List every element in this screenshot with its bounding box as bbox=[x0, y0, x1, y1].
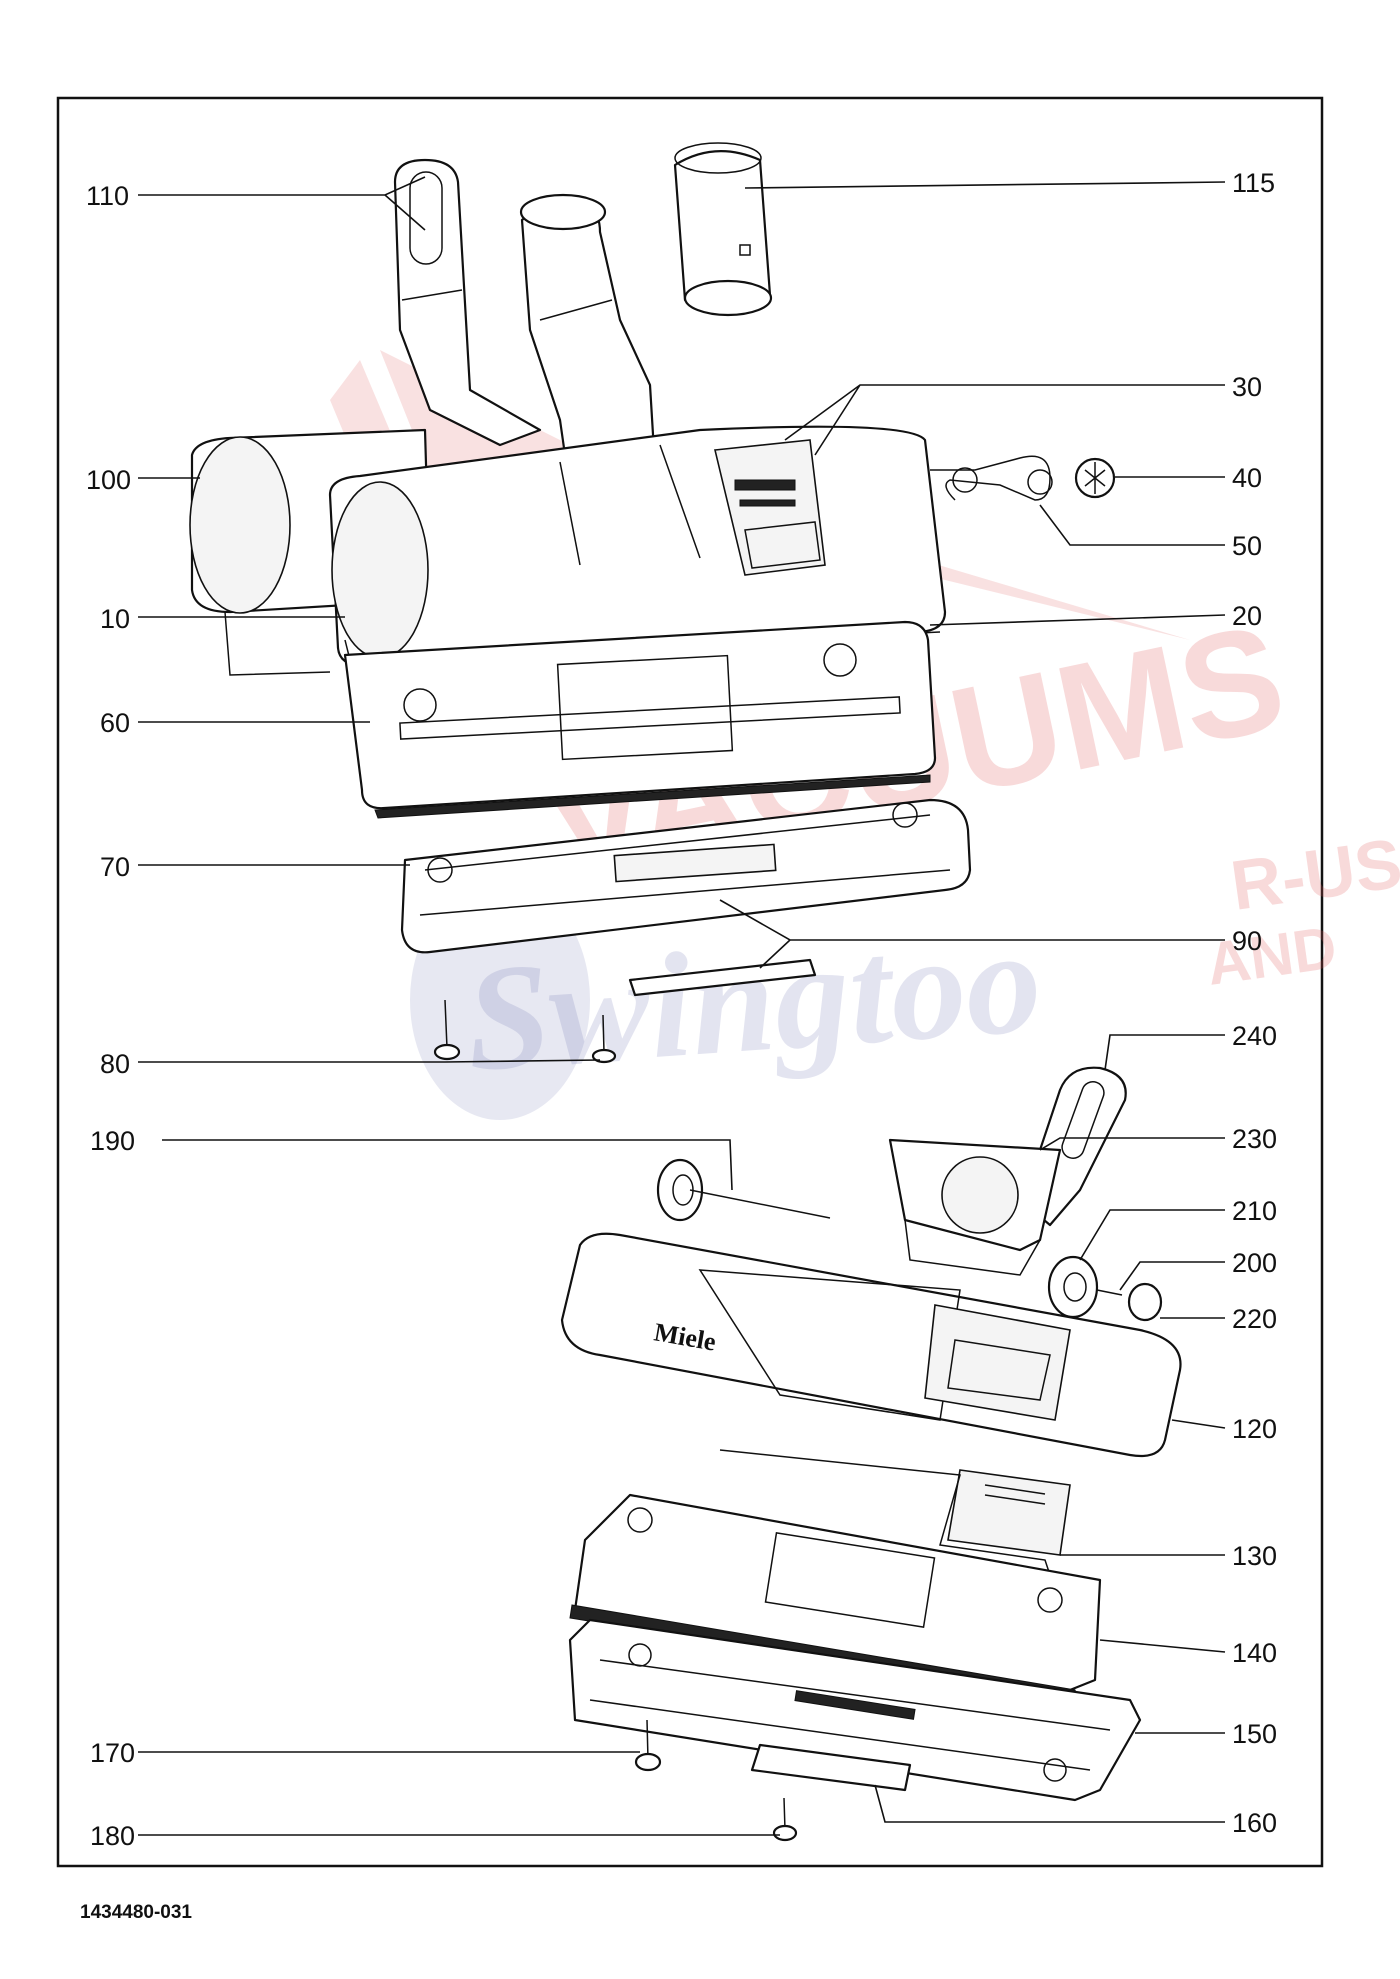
part-labels: 110 115 30 100 40 50 10 20 60 70 90 80 2… bbox=[86, 168, 1277, 1851]
part-40-washer bbox=[1074, 457, 1116, 499]
drawing-number: 1434480-031 bbox=[80, 1902, 192, 1923]
label-100: 100 bbox=[86, 465, 131, 495]
leader-lines bbox=[138, 176, 1226, 1836]
label-190: 190 bbox=[90, 1126, 135, 1156]
part-230-housing bbox=[888, 1138, 1062, 1276]
label-240: 240 bbox=[1232, 1021, 1277, 1051]
part-150-base bbox=[568, 1618, 1142, 1802]
part-115-sleeve bbox=[673, 142, 773, 317]
label-50: 50 bbox=[1232, 531, 1262, 561]
label-10: 10 bbox=[100, 604, 130, 634]
label-160: 160 bbox=[1232, 1808, 1277, 1838]
part-160-strip bbox=[750, 1743, 912, 1792]
lower-floor-tool: Miele bbox=[560, 1066, 1182, 1842]
label-220: 220 bbox=[1232, 1304, 1277, 1334]
label-210: 210 bbox=[1232, 1196, 1277, 1226]
label-115: 115 bbox=[1232, 168, 1275, 198]
part-110-neck bbox=[393, 158, 542, 447]
label-130: 130 bbox=[1232, 1541, 1277, 1571]
label-110: 110 bbox=[86, 181, 129, 211]
label-80: 80 bbox=[100, 1049, 130, 1079]
watermark-text-2: R-US bbox=[1226, 824, 1400, 925]
label-120: 120 bbox=[1232, 1414, 1277, 1444]
label-40: 40 bbox=[1232, 463, 1262, 493]
part-190-axle bbox=[656, 1158, 831, 1222]
label-230: 230 bbox=[1232, 1124, 1277, 1154]
label-140: 140 bbox=[1232, 1638, 1277, 1668]
upper-floor-tool bbox=[189, 142, 1116, 1064]
label-150: 150 bbox=[1232, 1719, 1277, 1749]
label-180: 180 bbox=[90, 1821, 135, 1851]
label-30: 30 bbox=[1232, 372, 1262, 402]
part-210-wheel bbox=[1047, 1255, 1163, 1322]
part-60-plate bbox=[343, 620, 937, 819]
label-200: 200 bbox=[1232, 1248, 1277, 1278]
label-60: 60 bbox=[100, 708, 130, 738]
part-170-screw bbox=[634, 1719, 662, 1772]
label-70: 70 bbox=[100, 852, 130, 882]
label-20: 20 bbox=[1232, 601, 1262, 631]
part-90-strip bbox=[628, 958, 817, 997]
label-170: 170 bbox=[90, 1738, 135, 1768]
watermark-text-3: AND bbox=[1202, 913, 1340, 997]
part-180-screw bbox=[772, 1797, 798, 1842]
part-80-screws bbox=[433, 999, 617, 1064]
label-90: 90 bbox=[1232, 926, 1262, 956]
part-50-clip bbox=[930, 455, 1053, 501]
part-30-slider bbox=[714, 439, 826, 576]
part-70-baseplate bbox=[400, 798, 972, 954]
part-120-hood: Miele bbox=[560, 1232, 1182, 1458]
diagram-frame bbox=[56, 96, 1324, 1868]
